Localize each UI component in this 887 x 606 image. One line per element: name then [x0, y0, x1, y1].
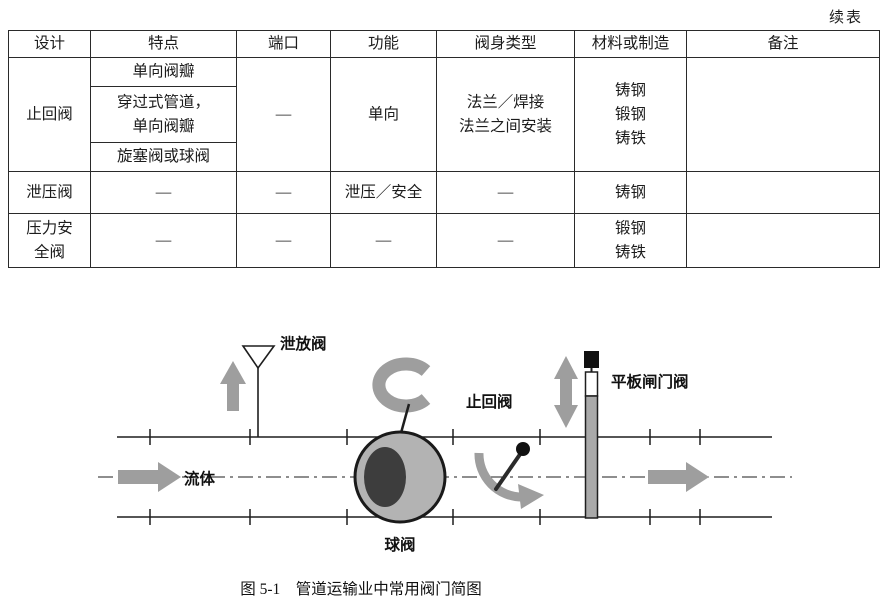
cell-port: —: [236, 57, 331, 172]
gate-valve-label: 平板闸门阀: [611, 372, 689, 391]
figure-caption: 图 5-1 管道运输业中常用阀门简图: [240, 581, 482, 598]
cell-body-type: —: [436, 171, 575, 214]
cell-design: 止回阀: [8, 57, 91, 172]
col-header-body-type: 阀身类型: [436, 30, 575, 58]
table-row: 止回阀 单向阀瓣 — 单向 法兰／焊接 法兰之间安装 铸钢 锻钢 铸铁: [8, 57, 880, 172]
valve-spec-table: 设计 特点 端口 功能 阀身类型 材料或制造 备注 止回阀 单向阀瓣 — 单向 …: [8, 30, 880, 268]
cell-body-type: —: [436, 213, 575, 268]
col-header-port: 端口: [236, 30, 331, 58]
diagram-labels: 泄放阀 流体 止回阀 平板闸门阀 球阀: [184, 334, 689, 554]
col-header-function: 功能: [330, 30, 437, 58]
ball-valve-stem: [399, 403, 411, 434]
table-row: 穿过式管道， 单向阀瓣: [9, 86, 880, 143]
cell-function: 单向: [330, 57, 437, 172]
table-row: 旋塞阀或球阀: [9, 142, 880, 172]
ball-valve-handle: [372, 357, 431, 413]
ball-valve-bore: [364, 447, 406, 507]
cell-design: 泄压阀: [8, 171, 91, 214]
col-header-design: 设计: [8, 30, 91, 58]
cell-material: 铸钢: [574, 171, 687, 214]
flow-arrow-out: [648, 462, 709, 492]
gate-valve-handle: [584, 351, 599, 368]
cell-feature: 穿过式管道， 单向阀瓣: [90, 86, 237, 143]
gate-valve-bonnet: [584, 371, 599, 397]
col-header-remarks: 备注: [686, 30, 880, 58]
table-row: 泄压阀 — — 泄压／安全 — 铸钢: [8, 171, 880, 214]
cell-feature: 旋塞阀或球阀: [90, 142, 237, 172]
cell-function: —: [330, 213, 437, 268]
cell-body-type: 法兰／焊接 法兰之间安装: [436, 57, 575, 172]
cell-material: 锻钢 铸铁: [574, 213, 687, 268]
pipe-joint-ticks: [149, 429, 701, 525]
pipeline: [98, 429, 792, 525]
cell-design: 压力安 全阀: [8, 213, 91, 268]
ball-valve-label: 球阀: [384, 535, 415, 554]
gate-valve-symbol: [584, 351, 599, 519]
flow-arrow-in: [118, 462, 181, 492]
pipeline-valves-diagram: 泄放阀 流体 止回阀 平板闸门阀 球阀: [98, 334, 792, 554]
continuation-label: 续表: [828, 10, 863, 26]
relief-valve-label: 泄放阀: [280, 334, 327, 353]
check-valve-swing-arc: [474, 452, 523, 502]
col-header-material: 材料或制造: [574, 30, 687, 58]
check-valve-symbol: [474, 442, 544, 509]
cell-remark: [686, 213, 880, 268]
fluid-label: 流体: [184, 469, 216, 488]
table-row: 压力安 全阀 — — — — 锻钢 铸铁: [8, 213, 880, 268]
cell-function: 泄压／安全: [330, 171, 437, 214]
funnel-icon: [241, 345, 276, 370]
cell-feature: —: [90, 171, 237, 214]
table-header-row: 设计 特点 端口 功能 阀身类型 材料或制造 备注: [8, 30, 880, 58]
col-header-features: 特点: [90, 30, 237, 58]
cell-feature: 单向阀瓣: [90, 57, 237, 87]
check-valve-flap: [494, 448, 525, 491]
cell-port: —: [236, 171, 331, 214]
check-valve-pivot: [516, 442, 530, 456]
cell-material: 铸钢 锻钢 铸铁: [574, 57, 687, 172]
check-valve-arrowhead: [518, 484, 544, 509]
ball-valve-symbol: [353, 357, 447, 524]
cell-feature: —: [90, 213, 237, 268]
cell-remark: [686, 171, 880, 214]
gate-valve-plate: [584, 395, 599, 519]
gate-stem-double-arrow: [554, 356, 578, 428]
relief-valve-symbol: [241, 345, 276, 437]
vent-arrow-up: [220, 361, 246, 411]
check-valve-label: 止回阀: [466, 392, 513, 411]
cell-port: —: [236, 213, 331, 268]
cell-remark: [686, 57, 880, 172]
